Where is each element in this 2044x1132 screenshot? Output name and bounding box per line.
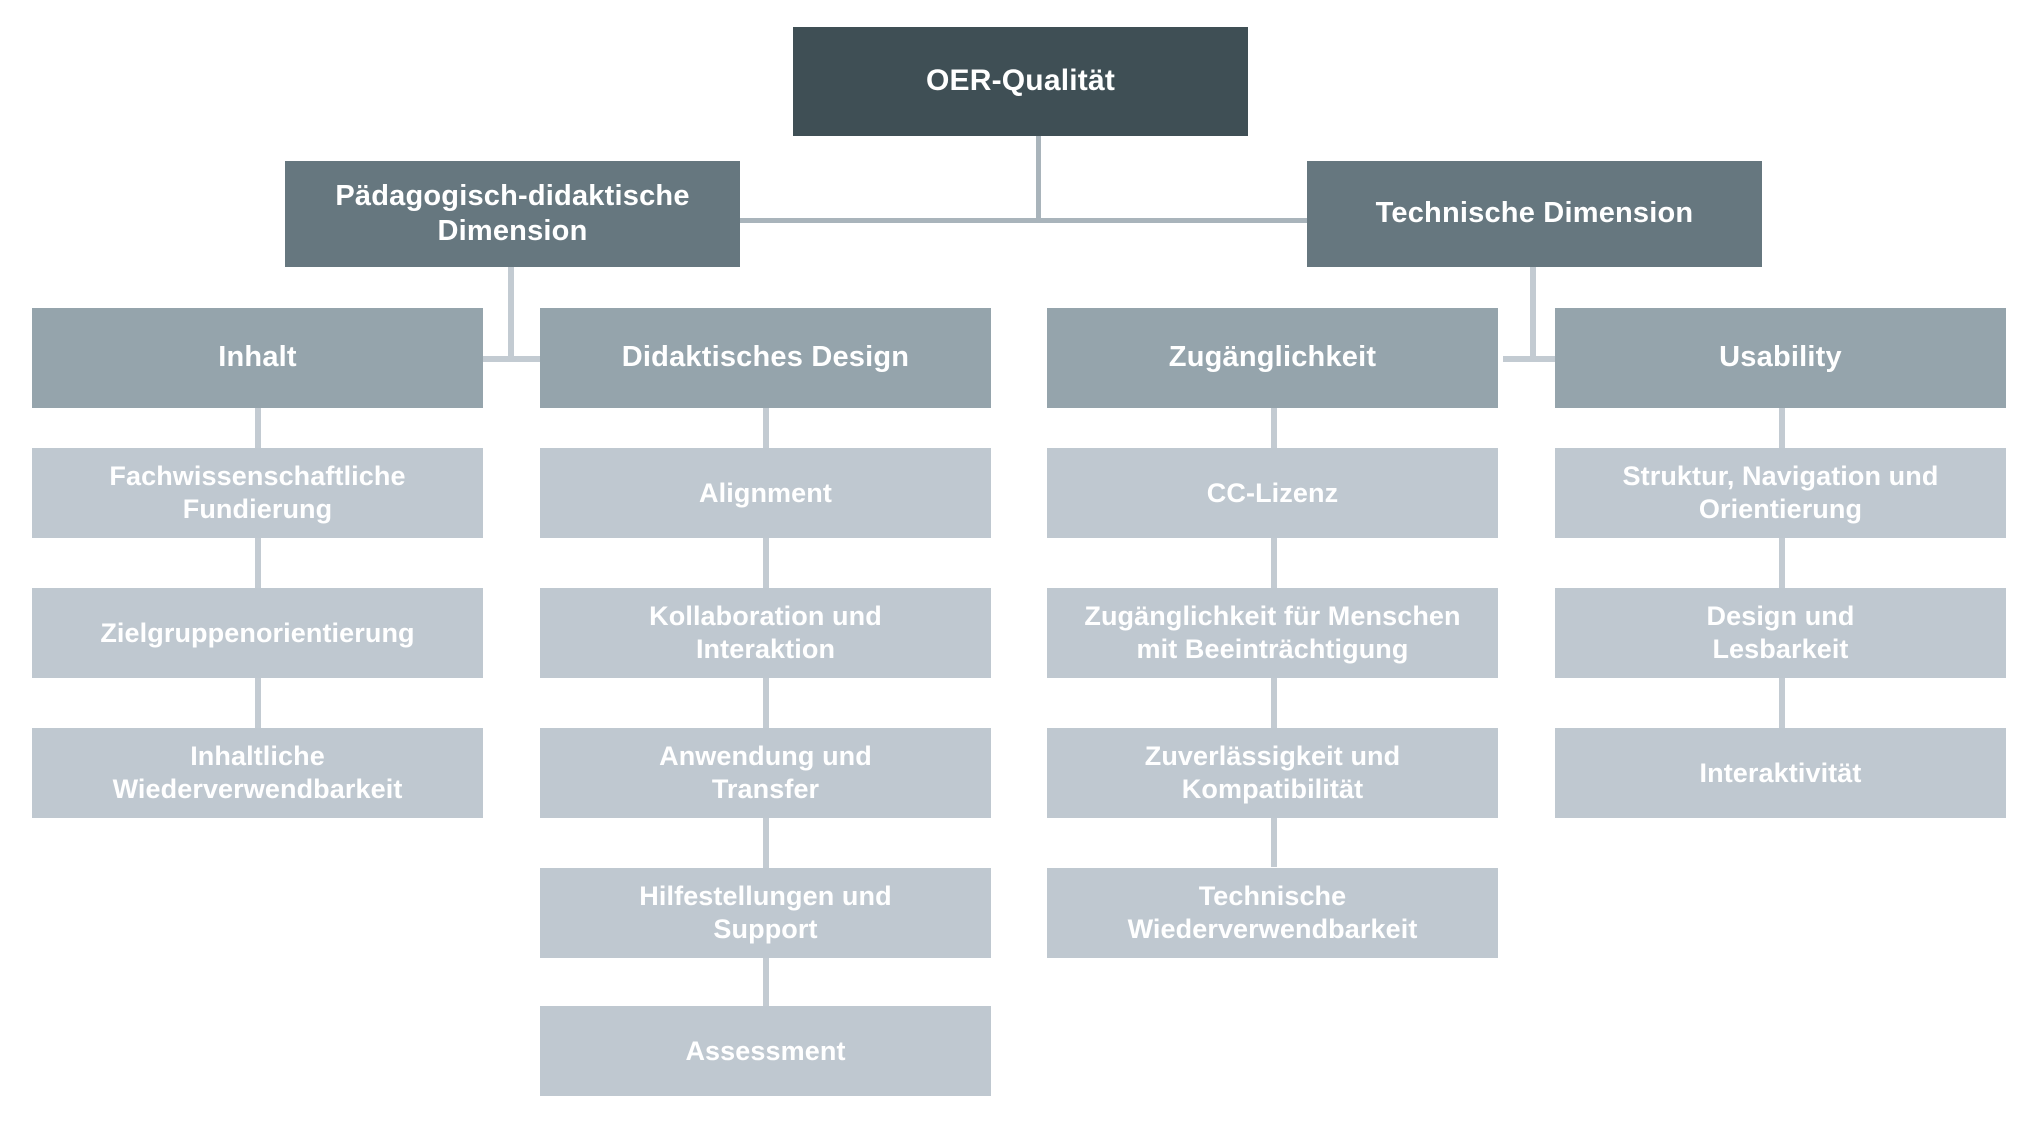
node-label: Alignment — [699, 477, 832, 508]
node-label: Didaktisches Design — [621, 341, 910, 374]
node-label: Technische Wiederverwendbarkeit — [1127, 881, 1418, 944]
node-category-usability[interactable]: Usability — [1555, 308, 2006, 408]
connector-spine-inhalt — [255, 408, 261, 728]
connector-spine-didaktisches-design — [763, 408, 769, 1006]
node-category-inhalt[interactable]: Inhalt — [32, 308, 483, 408]
connector-paedagogisch-stem — [508, 267, 514, 362]
connector-spine-usability — [1779, 408, 1785, 728]
leaf-didaktisches-design-4[interactable]: Hilfestellungen und Support — [540, 868, 991, 958]
connector-dimension-bar — [508, 218, 1564, 223]
node-label: Inhaltliche Wiederverwendbarkeit — [112, 741, 403, 804]
node-label: Struktur, Navigation und Orientierung — [1622, 461, 1939, 524]
node-label: Zielgruppenorientierung — [100, 617, 415, 648]
node-label: Usability — [1719, 341, 1842, 374]
leaf-didaktisches-design-5[interactable]: Assessment — [540, 1006, 991, 1096]
node-category-zugaenglichkeit[interactable]: Zugänglichkeit — [1047, 308, 1498, 408]
node-dimension-paedagogisch-didaktische[interactable]: Pädagogisch-didaktische Dimension — [285, 161, 740, 267]
leaf-inhalt-3[interactable]: Inhaltliche Wiederverwendbarkeit — [32, 728, 483, 818]
node-dimension-technische[interactable]: Technische Dimension — [1307, 161, 1762, 267]
leaf-usability-2[interactable]: Design und Lesbarkeit — [1555, 588, 2006, 678]
leaf-zugaenglichkeit-2[interactable]: Zugänglichkeit für Menschen mit Beeinträ… — [1047, 588, 1498, 678]
node-root-oer-qualitaet[interactable]: OER-Qualität — [793, 27, 1248, 136]
leaf-zugaenglichkeit-3[interactable]: Zuverlässigkeit und Kompatibilität — [1047, 728, 1498, 818]
node-label: CC-Lizenz — [1206, 477, 1339, 508]
leaf-zugaenglichkeit-4[interactable]: Technische Wiederverwendbarkeit — [1047, 868, 1498, 958]
leaf-didaktisches-design-1[interactable]: Alignment — [540, 448, 991, 538]
node-label: Design und Lesbarkeit — [1706, 601, 1855, 664]
node-label: Technische Dimension — [1375, 197, 1694, 230]
node-category-didaktisches-design[interactable]: Didaktisches Design — [540, 308, 991, 408]
leaf-usability-1[interactable]: Struktur, Navigation und Orientierung — [1555, 448, 2006, 538]
node-label: Fachwissenschaftliche Fundierung — [109, 461, 406, 524]
node-label: Zugänglichkeit — [1168, 341, 1377, 374]
node-label: Anwendung und Transfer — [659, 741, 872, 804]
leaf-inhalt-1[interactable]: Fachwissenschaftliche Fundierung — [32, 448, 483, 538]
node-label: OER-Qualität — [925, 64, 1116, 98]
node-label: Pädagogisch-didaktische Dimension — [335, 179, 690, 247]
leaf-usability-3[interactable]: Interaktivität — [1555, 728, 2006, 818]
connector-tech-category-bar — [1503, 356, 1566, 362]
node-label: Kollaboration und Interaktion — [649, 601, 882, 664]
leaf-didaktisches-design-3[interactable]: Anwendung und Transfer — [540, 728, 991, 818]
connector-root-stem — [1036, 136, 1041, 220]
connector-technisch-stem — [1530, 267, 1536, 362]
leaf-didaktisches-design-2[interactable]: Kollaboration und Interaktion — [540, 588, 991, 678]
node-label: Assessment — [685, 1035, 846, 1066]
node-label: Zugänglichkeit für Menschen mit Beeinträ… — [1084, 601, 1461, 664]
connector-paed-category-bar — [483, 356, 546, 362]
node-label: Zuverlässigkeit und Kompatibilität — [1144, 741, 1401, 804]
node-label: Hilfestellungen und Support — [639, 881, 892, 944]
leaf-inhalt-2[interactable]: Zielgruppenorientierung — [32, 588, 483, 678]
leaf-zugaenglichkeit-1[interactable]: CC-Lizenz — [1047, 448, 1498, 538]
node-label: Inhalt — [218, 341, 297, 374]
node-label: Interaktivität — [1699, 757, 1862, 788]
